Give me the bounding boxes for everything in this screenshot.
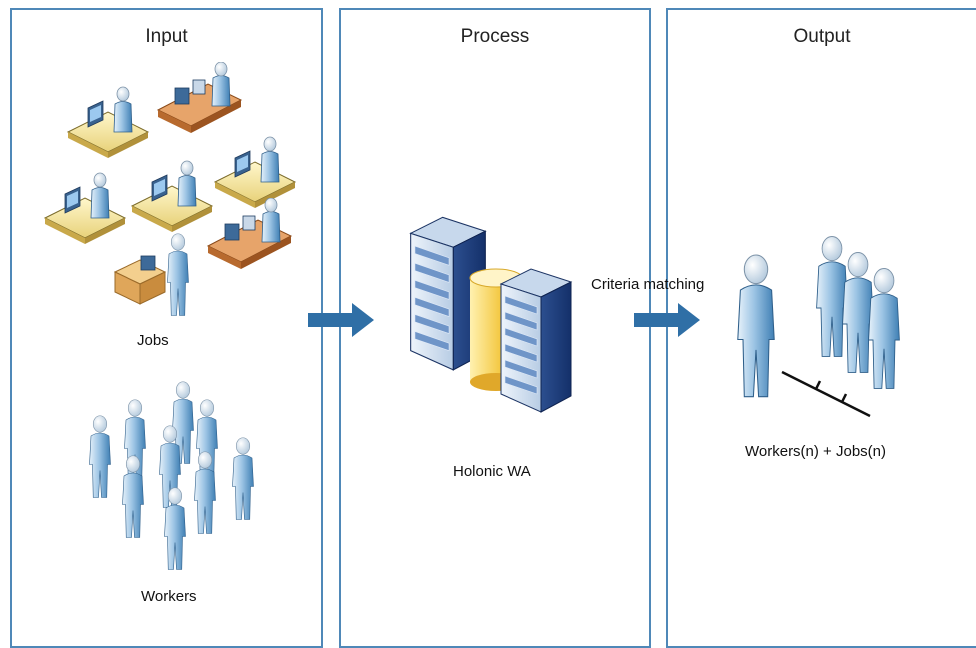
package-workstation-icon — [113, 233, 189, 316]
workers-jobs-result-label: Workers(n) + Jobs(n) — [745, 443, 887, 460]
holonic-wa-label: Holonic WA — [453, 463, 531, 480]
holonic-server-illustration — [410, 216, 572, 413]
match-bracket-icon — [781, 370, 871, 418]
output-panel: Output — [666, 8, 976, 648]
process-to-output-arrow — [634, 303, 700, 337]
workers-label: Workers — [141, 588, 197, 605]
criteria-matching-label: Criteria matching — [591, 276, 705, 293]
process-panel-title: Process — [460, 26, 530, 47]
workers-group-illustration — [89, 381, 254, 570]
input-panel-title: Input — [145, 26, 188, 47]
input-to-process-arrow — [308, 303, 374, 337]
jobs-label: Jobs — [137, 332, 169, 349]
jobs-workstations-illustration — [44, 62, 296, 316]
process-panel: Process — [339, 8, 651, 648]
matched-workers-illustration — [737, 236, 900, 418]
output-panel-title: Output — [793, 26, 851, 47]
